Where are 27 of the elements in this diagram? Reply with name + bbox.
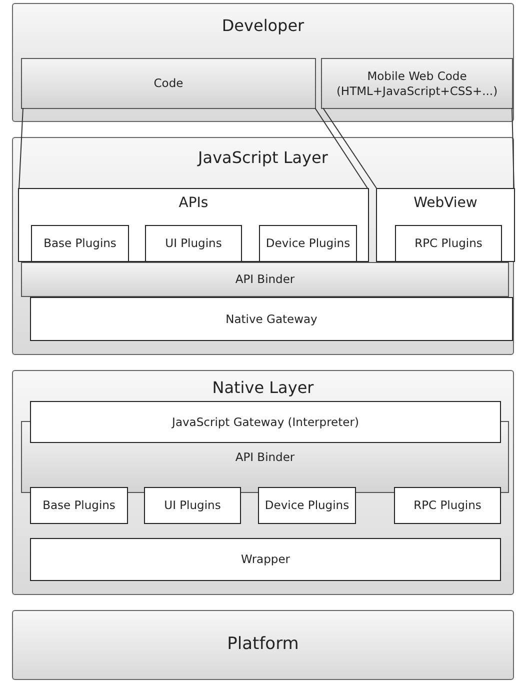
component-box: UI Plugins bbox=[144, 487, 241, 524]
projection-line bbox=[322, 108, 514, 190]
component-box: Device Plugins bbox=[259, 225, 357, 262]
component-box: Native Gateway bbox=[30, 297, 513, 341]
component-box: Device Plugins bbox=[258, 487, 356, 524]
component-box: RPC Plugins bbox=[394, 487, 501, 524]
layer-panel: Platform bbox=[12, 610, 514, 680]
component-title: APIs bbox=[178, 195, 210, 211]
layer-title: Developer bbox=[220, 16, 306, 35]
component-panel bbox=[376, 188, 515, 262]
component-title: WebView bbox=[412, 195, 478, 211]
component-box: Code bbox=[21, 58, 316, 109]
layer-panel bbox=[12, 3, 514, 122]
layer-panel bbox=[12, 370, 514, 595]
component-box: Base Plugins bbox=[31, 225, 129, 262]
component-box: UI Plugins bbox=[145, 225, 242, 262]
component-box: Base Plugins bbox=[30, 487, 128, 524]
component-box: RPC Plugins bbox=[395, 225, 502, 262]
component-panel bbox=[18, 188, 369, 262]
layer-title: JavaScript Layer bbox=[196, 148, 329, 167]
component-box: API Binder bbox=[21, 262, 509, 297]
layer-title: Native Layer bbox=[211, 378, 315, 397]
component-box: Mobile Web Code (HTML+JavaScript+CSS+...) bbox=[321, 58, 513, 109]
component-box: JavaScript Gateway (Interpreter) bbox=[30, 401, 501, 443]
layer-panel bbox=[12, 137, 514, 355]
component-box: Wrapper bbox=[30, 538, 501, 581]
projection-line bbox=[18, 108, 368, 190]
